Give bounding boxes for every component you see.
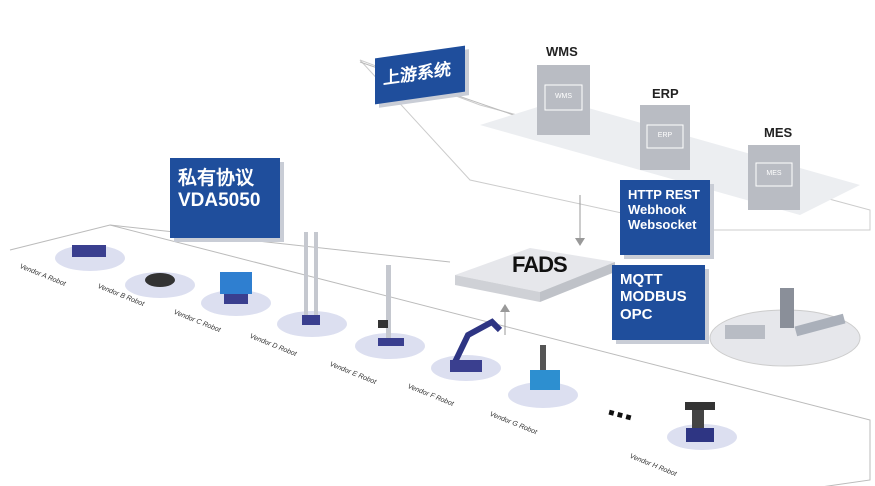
fads-label: FADS (512, 252, 568, 277)
wms-label: WMS (546, 44, 578, 59)
modbus-label: MODBUS (620, 288, 687, 306)
upstream-protocols-box: HTTP REST Webhook Websocket (620, 180, 710, 255)
robot-h-icon (685, 402, 715, 410)
robot-floor-back-edge (109, 224, 451, 263)
device-protocols-box: MQTT MODBUS OPC (612, 265, 705, 340)
fads-platform (455, 248, 615, 292)
vda5050-label: VDA5050 (178, 189, 261, 211)
erp-label: ERP (652, 86, 679, 101)
device-machine-icon (780, 288, 794, 328)
mes-screen-label: MES (766, 170, 782, 177)
rack-icon (725, 325, 765, 339)
robot-floor-outline (9, 224, 871, 486)
opc-label: OPC (620, 305, 653, 323)
conveyor-icon (794, 313, 846, 337)
robot-d-icon (304, 232, 308, 322)
robot-f-arm-icon (452, 318, 503, 364)
robot-e-icon (386, 265, 391, 340)
wms-monitor-icon (537, 65, 590, 135)
http-rest-label: HTTP REST (628, 187, 700, 202)
webhook-label: Webhook (628, 201, 687, 217)
websocket-label: Websocket (628, 216, 697, 232)
erp-screen-label: ERP (657, 132, 673, 139)
private-protocol-label: 私有协议 (178, 168, 255, 189)
upstream-floor (359, 59, 871, 231)
mqtt-label: MQTT (620, 271, 663, 288)
wms-screen-label: WMS (554, 93, 573, 100)
robot-a-icon (72, 245, 106, 257)
mes-label: MES (764, 125, 793, 140)
robot-c-icon (220, 272, 252, 294)
robot-b-icon (145, 273, 175, 287)
arrow-down-icon (575, 238, 585, 246)
robot-g-forklift-icon (540, 345, 546, 390)
arrow-up-icon (500, 304, 510, 312)
robot-protocols-box: 私有协议 VDA5050 (170, 158, 280, 238)
erp-monitor-icon (640, 105, 690, 170)
mes-monitor-icon (748, 145, 800, 210)
